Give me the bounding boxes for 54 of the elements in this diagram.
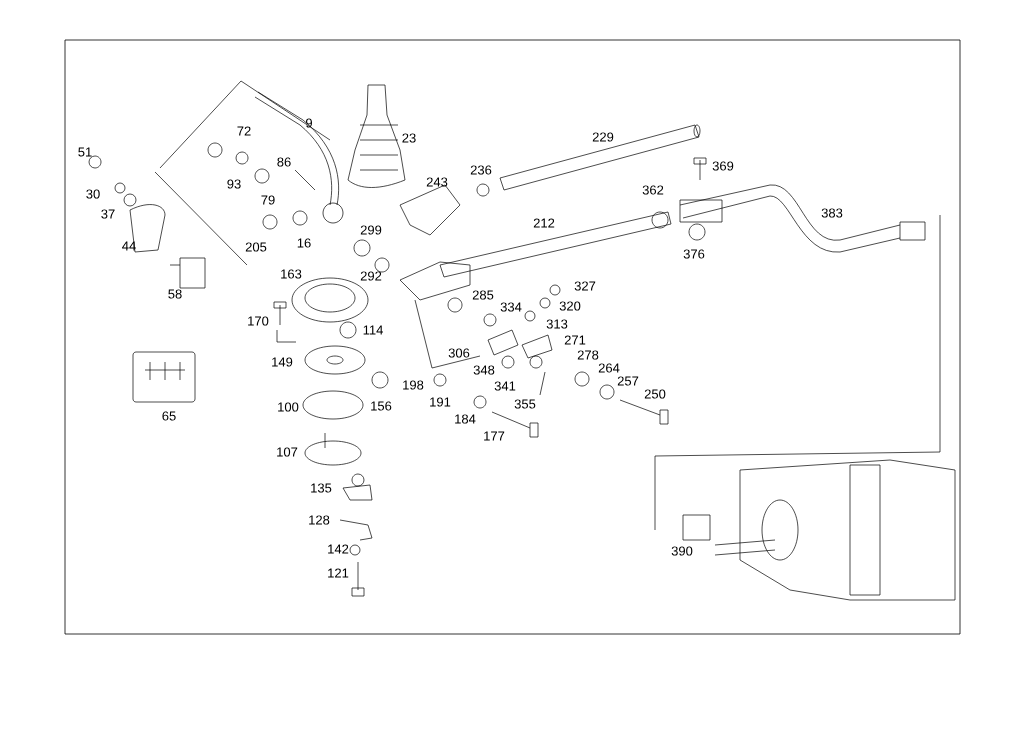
callout-number: 292	[360, 271, 382, 281]
callout-number: 156	[371, 401, 392, 411]
callout-number: 72	[237, 126, 251, 136]
callout-number: 229	[592, 132, 614, 142]
callout-number: 79	[261, 195, 275, 205]
callout-number: 369	[712, 161, 734, 171]
callout-number: 142	[328, 544, 349, 554]
callout-number: 23	[402, 133, 416, 143]
callout-number: 100	[278, 402, 299, 412]
callout-number: 149	[272, 357, 293, 367]
callout-number: 205	[245, 242, 267, 252]
callout-number: 362	[642, 185, 664, 195]
callout-number: 236	[470, 165, 492, 175]
callout-number: 30	[86, 189, 100, 199]
callout-number: 177	[484, 431, 505, 441]
callout-number: 278	[577, 350, 599, 360]
callout-number: 135	[311, 483, 332, 493]
callout-number: 128	[309, 515, 330, 525]
callout-number: 16	[297, 238, 311, 248]
callout-number: 271	[564, 335, 586, 345]
callout-number: 114	[363, 325, 383, 335]
callout-number: 341	[494, 381, 516, 391]
callout-number: 320	[559, 301, 581, 311]
callout-number: 170	[248, 316, 269, 326]
callout-number: 313	[546, 319, 568, 329]
callout-number: 198	[403, 380, 424, 390]
callout-number: 376	[683, 249, 705, 259]
callout-number: 93	[227, 179, 241, 189]
callout-number: 348	[473, 365, 495, 375]
callout-number: 107	[277, 447, 298, 457]
callout-number: 191	[430, 397, 451, 407]
callout-number: 264	[598, 363, 620, 373]
callout-number: 257	[617, 376, 639, 386]
callout-number: 51	[78, 147, 92, 157]
callout-number: 212	[533, 218, 555, 228]
callout-number: 306	[448, 348, 470, 358]
callout-number: 184	[455, 414, 476, 424]
callout-number: 285	[472, 290, 494, 300]
callout-number: 37	[101, 209, 115, 219]
callout-number: 243	[426, 177, 448, 187]
callout-number: 44	[122, 241, 136, 251]
callout-number: 86	[277, 157, 291, 167]
callout-number: 9	[306, 118, 312, 128]
callout-number: 355	[514, 399, 536, 409]
callout-number: 58	[168, 289, 182, 299]
callout-number: 327	[574, 281, 596, 291]
callout-number: 334	[500, 302, 522, 312]
callout-number: 299	[360, 225, 382, 235]
callout-number: 383	[821, 208, 843, 218]
callout-number: 65	[162, 411, 176, 421]
callout-number: 163	[281, 269, 302, 279]
callout-number: 390	[671, 546, 693, 556]
callout-number: 250	[644, 389, 666, 399]
callout-number: 121	[328, 568, 349, 578]
